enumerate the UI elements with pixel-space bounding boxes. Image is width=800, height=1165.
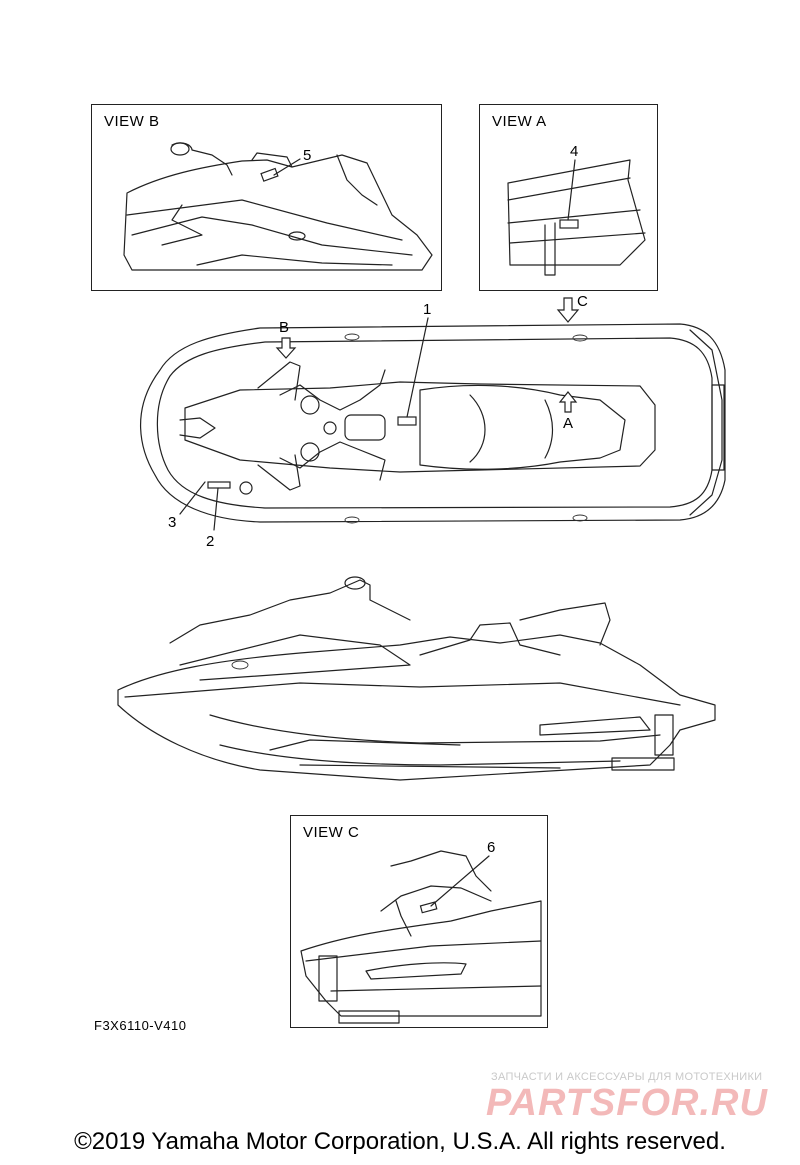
- callout-3: 3: [168, 514, 176, 531]
- callout-5: 5: [303, 147, 311, 164]
- view-b-title: VIEW B: [104, 113, 160, 130]
- callout-4: 4: [570, 143, 578, 160]
- callout-2-svg: 2: [206, 533, 214, 550]
- view-b-arrow-label: B: [279, 319, 289, 336]
- watermark-tagline: ЗАПЧАСТИ И АКСЕССУАРЫ ДЛЯ МОТОТЕХНИКИ: [491, 1071, 763, 1083]
- label-5-marker: [260, 167, 279, 182]
- label-1-marker: [397, 416, 417, 426]
- view-b-arrow: [275, 337, 297, 359]
- view-c-drawing: 6: [300, 839, 542, 1024]
- callout-1: 1: [423, 301, 431, 318]
- view-c-title: VIEW C: [303, 824, 360, 841]
- view-a-arrow: [558, 391, 578, 413]
- watermark-logo: PARTSFOR.RU: [486, 1082, 768, 1124]
- side-view-drawing: [117, 576, 716, 781]
- view-a-panel: VIEW A 4: [479, 104, 658, 291]
- view-a-arrow-label: A: [563, 415, 573, 432]
- diagram-code: F3X6110-V410: [94, 1018, 187, 1033]
- view-a-title: VIEW A: [492, 113, 547, 130]
- label-4-marker: [559, 219, 579, 229]
- view-b-panel: VIEW B 5: [91, 104, 442, 291]
- view-c-panel: VIEW C 6: [290, 815, 548, 1028]
- callout-2: 2: [206, 533, 214, 550]
- copyright-notice: ©2019 Yamaha Motor Corporation, U.S.A. A…: [74, 1128, 726, 1155]
- callout-6: 6: [487, 839, 495, 856]
- label-2-marker: [207, 481, 231, 489]
- view-c-arrow-label: C: [577, 293, 588, 310]
- view-c-arrow: [556, 297, 580, 323]
- view-b-drawing: 5: [123, 142, 433, 271]
- top-view-drawing: 1 3 B C A: [139, 293, 726, 531]
- view-a-drawing: 4: [507, 143, 646, 276]
